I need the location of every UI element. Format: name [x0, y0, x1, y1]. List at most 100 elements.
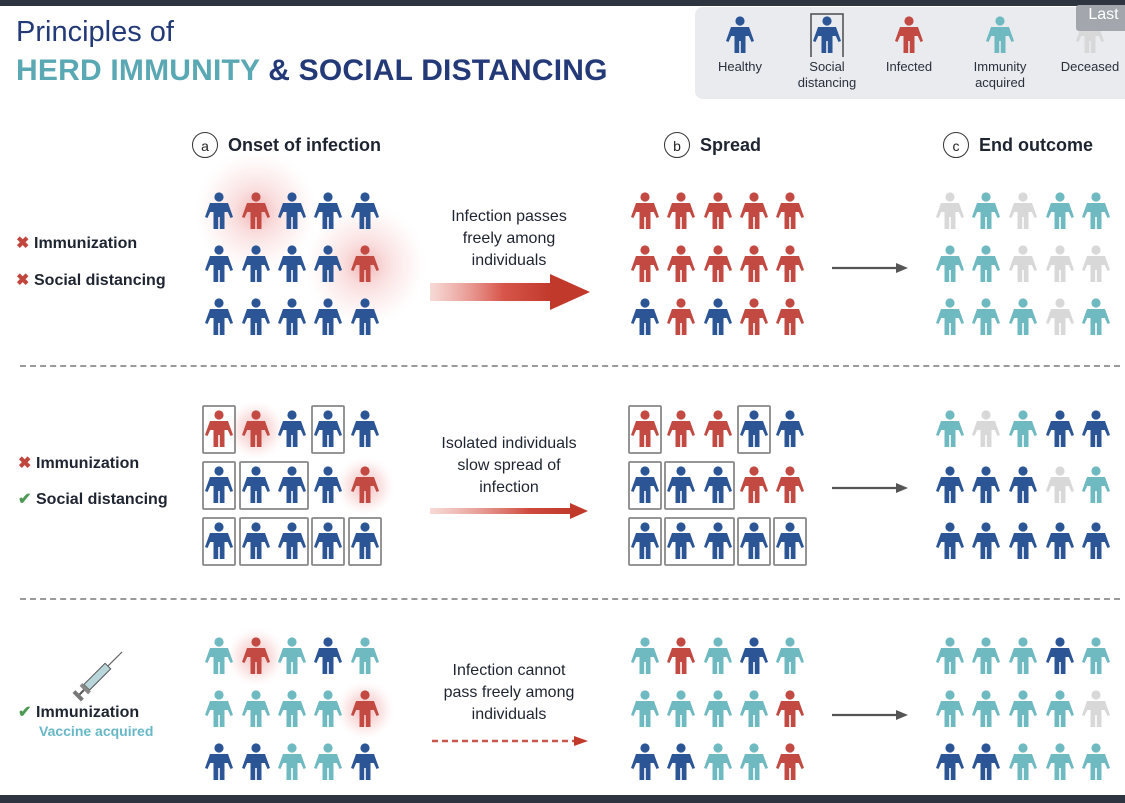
infected-person-icon: [205, 410, 233, 447]
infected-person-icon: [351, 245, 379, 282]
row1-description: Infection passes freely among individual…: [451, 208, 567, 269]
row3-immunization-label: ✔Immunization: [18, 704, 140, 721]
infected-person-icon: [351, 466, 379, 503]
healthy-person-icon: [242, 522, 270, 559]
immune-person-icon: [351, 637, 379, 674]
healthy-person-icon: [667, 743, 695, 780]
healthy-person-icon: [936, 466, 964, 503]
deceased-person-icon: [1046, 245, 1074, 282]
row3-outcome-arrow: [832, 710, 908, 720]
deceased-person-icon: [1009, 245, 1037, 282]
healthy-person-icon: [314, 410, 342, 447]
healthy-person-icon: [1046, 522, 1074, 559]
immune-person-icon: [704, 690, 732, 727]
social-distancing-box: [348, 517, 382, 566]
healthy-person-icon: [314, 298, 342, 335]
deceased-person-icon: [972, 410, 1000, 447]
last-button[interactable]: Last: [1076, 5, 1125, 31]
immune-person-icon: [1082, 743, 1110, 780]
infected-figure: [895, 16, 923, 53]
immune-person-icon: [1082, 298, 1110, 335]
healthy-person-icon: [972, 466, 1000, 503]
infected-person-icon: [242, 637, 270, 674]
healthy-person-icon: [314, 637, 342, 674]
healthy-person-icon: [936, 522, 964, 559]
row2-immunization-label: ✖Immunization: [18, 455, 140, 472]
immune-person-icon: [1046, 690, 1074, 727]
healthy-person-icon: [1082, 410, 1110, 447]
healthy-person-icon: [242, 298, 270, 335]
title-social-distancing: & SOCIAL DISTANCING: [268, 54, 608, 87]
infected-person-icon: [631, 410, 659, 447]
social-distancing-box: [202, 461, 236, 510]
social-distancing-box: [628, 405, 662, 454]
healthy-person-icon: [1082, 522, 1110, 559]
immune-person-icon: [1009, 637, 1037, 674]
legend-label-infected: Infected: [885, 59, 933, 74]
title-line-1: Principles of: [16, 16, 174, 48]
healthy-person-icon: [242, 743, 270, 780]
healthy-person-icon: [740, 410, 768, 447]
column-title-end-outcome: End outcome: [979, 134, 1094, 155]
infected-person-icon: [776, 298, 804, 335]
healthy-person-icon: [314, 245, 342, 282]
immune-person-icon: [740, 743, 768, 780]
infected-person-icon: [704, 410, 732, 447]
healthy-person-icon: [314, 522, 342, 559]
healthy-person-icon: [205, 466, 233, 503]
legend-item-social-distancing: Social distancing: [782, 7, 872, 90]
infected-person-icon: [776, 690, 804, 727]
social-distancing-box: [628, 517, 662, 566]
social-distancing-box: [664, 461, 735, 510]
healthy-person-icon: [205, 743, 233, 780]
infected-person-icon: [631, 245, 659, 282]
healthy-person-icon: [726, 16, 754, 53]
immune-person-icon: [1082, 192, 1110, 229]
immune-person-icon: [314, 690, 342, 727]
immune-person-icon: [972, 245, 1000, 282]
healthy-person-icon: [936, 743, 964, 780]
social-distancing-box: [773, 517, 807, 566]
column-letter-c: c: [943, 132, 969, 158]
row2-description: Isolated individuals slow spread of infe…: [441, 435, 577, 496]
immune-person-icon: [205, 637, 233, 674]
social-distancing-box: [239, 517, 309, 566]
healthy-person-icon: [631, 298, 659, 335]
healthy-person-icon: [278, 298, 306, 335]
deceased-person-icon: [1082, 245, 1110, 282]
legend-item-deceased: Deceased: [1045, 7, 1125, 74]
infected-person-icon: [776, 192, 804, 229]
immune-person-icon: [936, 410, 964, 447]
healthy-person-icon: [351, 522, 379, 559]
healthy-person-icon: [351, 410, 379, 447]
immune-person-icon: [972, 298, 1000, 335]
row-divider-2: [20, 598, 1120, 600]
immune-person-icon: [936, 245, 964, 282]
healthy-person-icon: [278, 522, 306, 559]
social-distancing-box: [202, 517, 236, 566]
row1-spread-arrow: [430, 274, 590, 310]
row3-spread-arrow: [432, 736, 588, 746]
immune-person-icon: [1009, 410, 1037, 447]
infected-person-icon: [740, 466, 768, 503]
title-herd-immunity: HERD IMMUNITY: [16, 54, 260, 87]
healthy-person-icon: [314, 192, 342, 229]
infected-person-icon: [740, 298, 768, 335]
row2-social-distancing-label: ✔Social distancing: [18, 491, 168, 508]
infected-person-icon: [667, 298, 695, 335]
social-distancing-box: [737, 405, 771, 454]
row2-spread-arrow: [430, 503, 588, 519]
immune-person-icon: [314, 743, 342, 780]
infected-person-icon: [776, 466, 804, 503]
syringe-icon: [72, 651, 123, 702]
infected-person-icon: [242, 410, 270, 447]
check-mark-icon: ✔: [18, 704, 32, 721]
infected-person-icon: [631, 192, 659, 229]
row1-immunization-label: ✖Immunization: [16, 235, 138, 252]
immune-person-icon: [972, 690, 1000, 727]
social-distancing-box: [628, 461, 662, 510]
vaccine-acquired-label: Vaccine acquired: [39, 723, 154, 739]
healthy-person-icon: [631, 522, 659, 559]
